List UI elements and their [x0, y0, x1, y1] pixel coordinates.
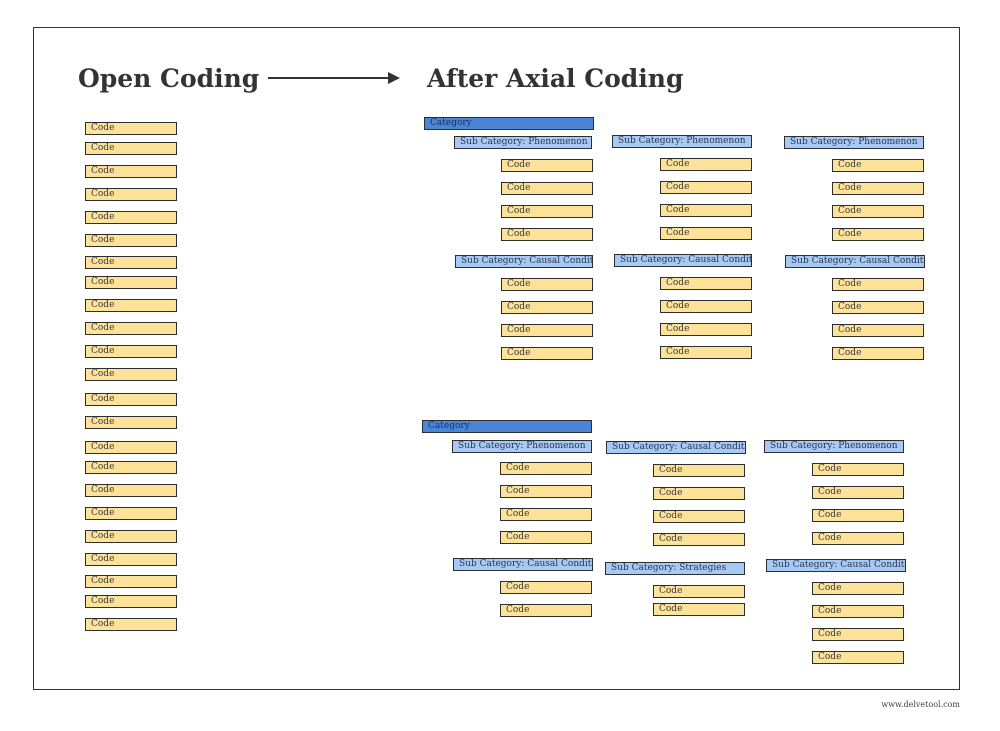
category-box: Category — [424, 117, 594, 130]
axial-code-box: Code — [501, 228, 593, 241]
subcategory-box: Sub Category: Causal Condition — [785, 255, 925, 268]
axial-code-box: Code — [832, 205, 924, 218]
category-box: Category — [422, 420, 592, 433]
axial-code-box: Code — [660, 227, 752, 240]
axial-code-box: Code — [812, 532, 904, 545]
subcategory-box: Sub Category: Causal Condition — [455, 255, 593, 268]
open-code-box: Code — [85, 299, 177, 312]
axial-code-box: Code — [660, 204, 752, 217]
open-code-box: Code — [85, 393, 177, 406]
open-code-box: Code — [85, 461, 177, 474]
axial-code-box: Code — [832, 347, 924, 360]
open-code-box: Code — [85, 553, 177, 566]
axial-code-box: Code — [653, 487, 745, 500]
open-code-box: Code — [85, 416, 177, 429]
open-code-box: Code — [85, 256, 177, 269]
open-code-box: Code — [85, 368, 177, 381]
open-code-box: Code — [85, 530, 177, 543]
axial-code-box: Code — [653, 603, 745, 616]
axial-code-box: Code — [812, 486, 904, 499]
axial-code-box: Code — [812, 651, 904, 664]
subcategory-box: Sub Category: Strategies — [605, 562, 745, 575]
axial-code-box: Code — [500, 485, 592, 498]
open-code-box: Code — [85, 345, 177, 358]
subcategory-box: Sub Category: Causal Condition — [606, 441, 746, 454]
open-code-box: Code — [85, 211, 177, 224]
open-code-box: Code — [85, 122, 177, 135]
open-code-box: Code — [85, 234, 177, 247]
open-code-box: Code — [85, 507, 177, 520]
axial-code-box: Code — [660, 346, 752, 359]
open-code-box: Code — [85, 618, 177, 631]
open-code-box: Code — [85, 188, 177, 201]
axial-code-box: Code — [660, 181, 752, 194]
axial-code-box: Code — [653, 510, 745, 523]
axial-code-box: Code — [660, 277, 752, 290]
open-code-box: Code — [85, 441, 177, 454]
axial-code-box: Code — [501, 159, 593, 172]
axial-code-box: Code — [653, 533, 745, 546]
axial-code-box: Code — [500, 604, 592, 617]
axial-code-box: Code — [812, 509, 904, 522]
axial-code-box: Code — [500, 581, 592, 594]
open-code-box: Code — [85, 276, 177, 289]
subcategory-box: Sub Category: Phenomenon — [784, 136, 924, 149]
right-arrow-icon — [268, 72, 400, 84]
axial-code-box: Code — [653, 464, 745, 477]
axial-code-box: Code — [832, 182, 924, 195]
diagram-frame — [33, 27, 960, 690]
axial-code-box: Code — [832, 228, 924, 241]
open-code-box: Code — [85, 165, 177, 178]
axial-code-box: Code — [500, 531, 592, 544]
axial-code-box: Code — [660, 323, 752, 336]
subcategory-box: Sub Category: Phenomenon — [454, 136, 592, 149]
axial-code-box: Code — [812, 628, 904, 641]
axial-code-box: Code — [501, 301, 593, 314]
axial-code-box: Code — [832, 159, 924, 172]
subcategory-box: Sub Category: Causal Condition — [453, 558, 593, 571]
axial-code-box: Code — [501, 182, 593, 195]
subcategory-box: Sub Category: Phenomenon — [452, 440, 592, 453]
axial-code-box: Code — [812, 605, 904, 618]
open-code-box: Code — [85, 142, 177, 155]
footer-url: www.delvetool.com — [881, 700, 960, 709]
open-code-box: Code — [85, 595, 177, 608]
axial-code-box: Code — [812, 582, 904, 595]
subcategory-box: Sub Category: Causal Condition — [766, 559, 906, 572]
subcategory-box: Sub Category: Phenomenon — [764, 440, 904, 453]
open-code-box: Code — [85, 575, 177, 588]
open-coding-title: Open Coding — [78, 64, 260, 93]
axial-code-box: Code — [660, 158, 752, 171]
axial-code-box: Code — [500, 462, 592, 475]
axial-code-box: Code — [500, 508, 592, 521]
open-code-box: Code — [85, 322, 177, 335]
open-code-box: Code — [85, 484, 177, 497]
axial-code-box: Code — [653, 585, 745, 598]
subcategory-box: Sub Category: Causal Condition — [614, 254, 752, 267]
subcategory-box: Sub Category: Phenomenon — [612, 135, 752, 148]
axial-code-box: Code — [501, 347, 593, 360]
axial-code-box: Code — [660, 300, 752, 313]
axial-code-box: Code — [832, 278, 924, 291]
axial-code-box: Code — [832, 301, 924, 314]
axial-code-box: Code — [501, 278, 593, 291]
axial-code-box: Code — [501, 324, 593, 337]
axial-coding-title: After Axial Coding — [427, 64, 684, 93]
axial-code-box: Code — [812, 463, 904, 476]
axial-code-box: Code — [832, 324, 924, 337]
axial-code-box: Code — [501, 205, 593, 218]
